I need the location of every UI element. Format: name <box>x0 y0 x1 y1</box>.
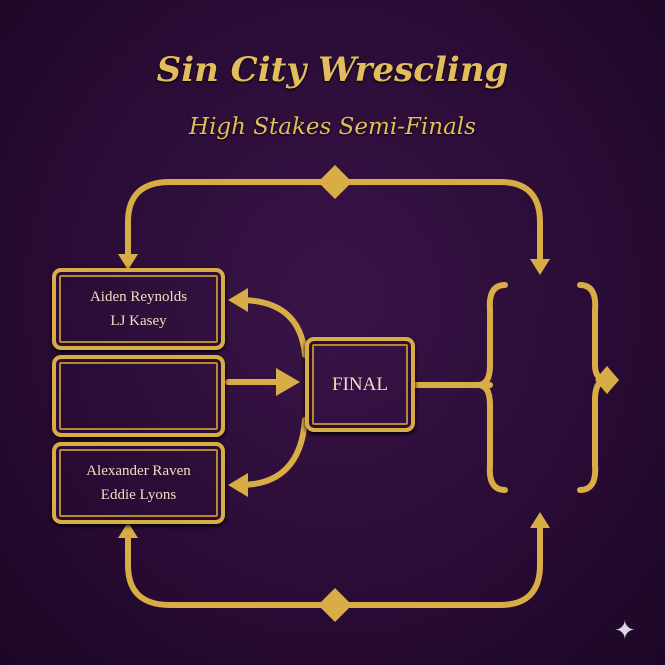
competitor-name: LJ Kasey <box>110 313 167 329</box>
arrow-final-to-top <box>237 297 308 358</box>
event-title: Sin City Wrescling <box>156 50 509 90</box>
top-diamond <box>318 165 352 199</box>
competitor-name: Alexander Raven <box>86 463 191 479</box>
competitor-name: Eddie Lyons <box>100 487 177 503</box>
arrow-head-bottom <box>228 473 248 497</box>
arrow-final-to-bottom <box>237 417 308 488</box>
arrow-head-top <box>228 288 248 312</box>
match-box-2-empty <box>52 355 225 437</box>
arrow-head-middle <box>276 368 300 396</box>
match-box-3: Alexander Raven Eddie Lyons <box>52 442 225 524</box>
match-box-1: Aiden Reynolds LJ Kasey <box>52 268 225 350</box>
competitor-name: Aiden Reynolds <box>89 289 188 305</box>
final-box: FINAL <box>305 337 415 432</box>
left-brace <box>477 282 508 493</box>
final-label: FINAL <box>332 373 388 395</box>
event-subtitle: High Stakes Semi-Finals <box>189 114 476 140</box>
bottom-diamond <box>318 588 352 622</box>
sparkle-icon: ✦ <box>614 616 636 646</box>
